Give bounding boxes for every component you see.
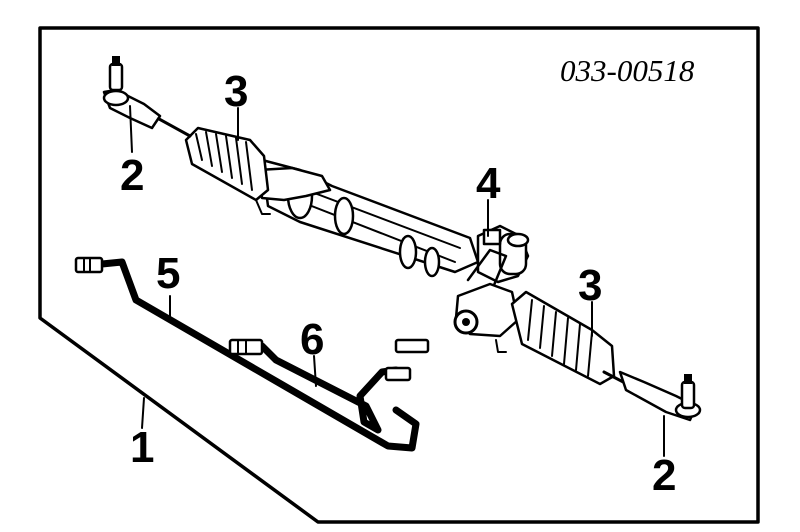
callout-6: 6: [300, 315, 324, 364]
callout-2-right: 2: [652, 451, 676, 500]
callout-3-right: 3: [578, 261, 602, 310]
return-line: [228, 338, 430, 434]
left-tie-rod-end: [102, 56, 192, 138]
right-tie-rod-end: [602, 370, 702, 422]
leader-6: [313, 355, 317, 387]
callout-4: 4: [476, 159, 501, 208]
leader-1: [141, 397, 145, 429]
callout-5: 5: [156, 249, 180, 298]
callout-2-left: 2: [120, 151, 144, 200]
pinion-valve-assembly: [453, 224, 530, 353]
callout-3-left: 3: [224, 67, 248, 116]
callout-1: 1: [130, 423, 154, 472]
steering-rack-housing: [255, 158, 480, 278]
right-rack-boot: [510, 290, 616, 386]
part-number: 033-00518: [560, 53, 695, 88]
pressure-line: [74, 256, 420, 452]
left-rack-boot: [184, 126, 270, 202]
diagram-frame: [38, 26, 760, 524]
leader-2a: [129, 105, 133, 153]
leader-lines: [129, 105, 665, 457]
